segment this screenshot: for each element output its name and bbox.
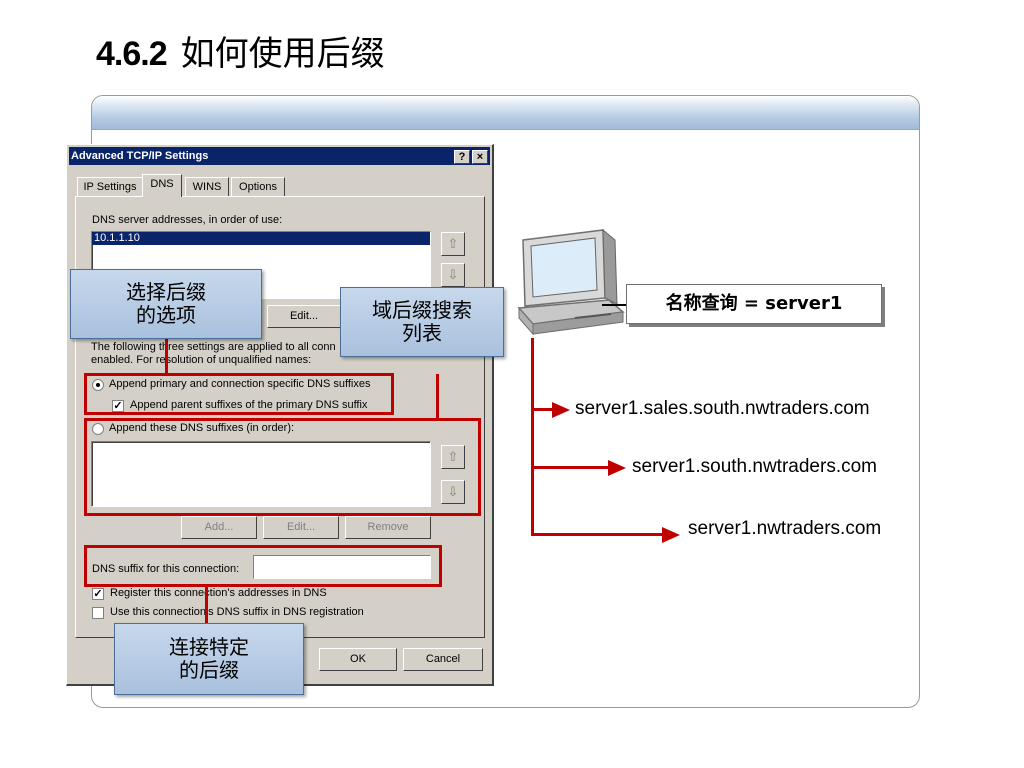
- add-suffix-button[interactable]: Add...: [181, 516, 257, 539]
- checkmark-icon: ✓: [93, 588, 102, 600]
- checkbox-register-label: Register this connection's addresses in …: [110, 587, 327, 599]
- query-connector: [602, 304, 626, 306]
- highlight-primary-options: [84, 373, 394, 415]
- dialog-title-bar: Advanced TCP/IP Settings ? ×: [69, 147, 490, 165]
- info-text-2: enabled. For resolution of unqualified n…: [91, 354, 311, 366]
- info-text-1: The following three settings are applied…: [91, 341, 336, 353]
- tab-ip-settings[interactable]: IP Settings: [77, 177, 143, 196]
- slide-title-text: 如何使用后缀: [181, 35, 385, 73]
- connector-line: [165, 338, 168, 376]
- callout-select-suffix: 选择后缀 的选项: [70, 269, 262, 339]
- tab-wins[interactable]: WINS: [185, 177, 229, 196]
- dialog-title: Advanced TCP/IP Settings: [71, 150, 208, 162]
- tree-trunk-line: [531, 338, 534, 536]
- arrow-right-icon: [552, 402, 570, 418]
- callout-connection-suffix: 连接特定 的后缀: [114, 623, 304, 695]
- ok-button[interactable]: OK: [319, 648, 397, 671]
- tab-dns[interactable]: DNS: [142, 174, 182, 197]
- edit-suffix-button[interactable]: Edit...: [263, 516, 339, 539]
- arrow-right-icon: [608, 460, 626, 476]
- suffix-result-1: server1.sales.south.nwtraders.com: [575, 398, 870, 420]
- slide-number: 4.6.2: [96, 35, 167, 73]
- arrow-down-icon: ⇩: [448, 267, 459, 282]
- query-box: 名称查询 = server1: [626, 284, 882, 324]
- checkbox-register[interactable]: ✓: [92, 588, 104, 600]
- suffix-result-3: server1.nwtraders.com: [688, 518, 881, 540]
- panel-header: [92, 96, 919, 130]
- checkbox-use-suffix[interactable]: [92, 607, 104, 619]
- move-down-button[interactable]: ⇩: [441, 263, 465, 287]
- advanced-tcpip-dialog: Advanced TCP/IP Settings ? × IP Settings…: [66, 144, 494, 686]
- checkbox-use-suffix-label: Use this connection's DNS suffix in DNS …: [110, 606, 364, 618]
- edit-server-button[interactable]: Edit...: [267, 305, 341, 328]
- arrow-up-icon: ⇧: [448, 236, 459, 251]
- branch-line: [531, 533, 665, 536]
- arrow-right-icon: [662, 527, 680, 543]
- slide-title: 4.6.2 如何使用后缀: [96, 26, 385, 75]
- branch-line: [531, 466, 611, 469]
- dns-servers-label: DNS server addresses, in order of use:: [92, 214, 282, 226]
- move-up-button[interactable]: ⇧: [441, 232, 465, 256]
- remove-suffix-button[interactable]: Remove: [345, 516, 431, 539]
- computer-icon: [515, 226, 627, 338]
- cancel-button[interactable]: Cancel: [403, 648, 483, 671]
- close-button[interactable]: ×: [472, 150, 488, 164]
- highlight-connection-suffix: [84, 545, 442, 587]
- help-button[interactable]: ?: [454, 150, 470, 164]
- callout-domain-suffix: 域后缀搜索 列表: [340, 287, 504, 357]
- connector-line: [436, 374, 439, 420]
- suffix-result-2: server1.south.nwtraders.com: [632, 456, 877, 478]
- highlight-suffix-list: [84, 418, 481, 516]
- connector-line: [205, 585, 208, 625]
- list-item[interactable]: 10.1.1.10: [92, 232, 430, 245]
- tab-options[interactable]: Options: [231, 177, 285, 196]
